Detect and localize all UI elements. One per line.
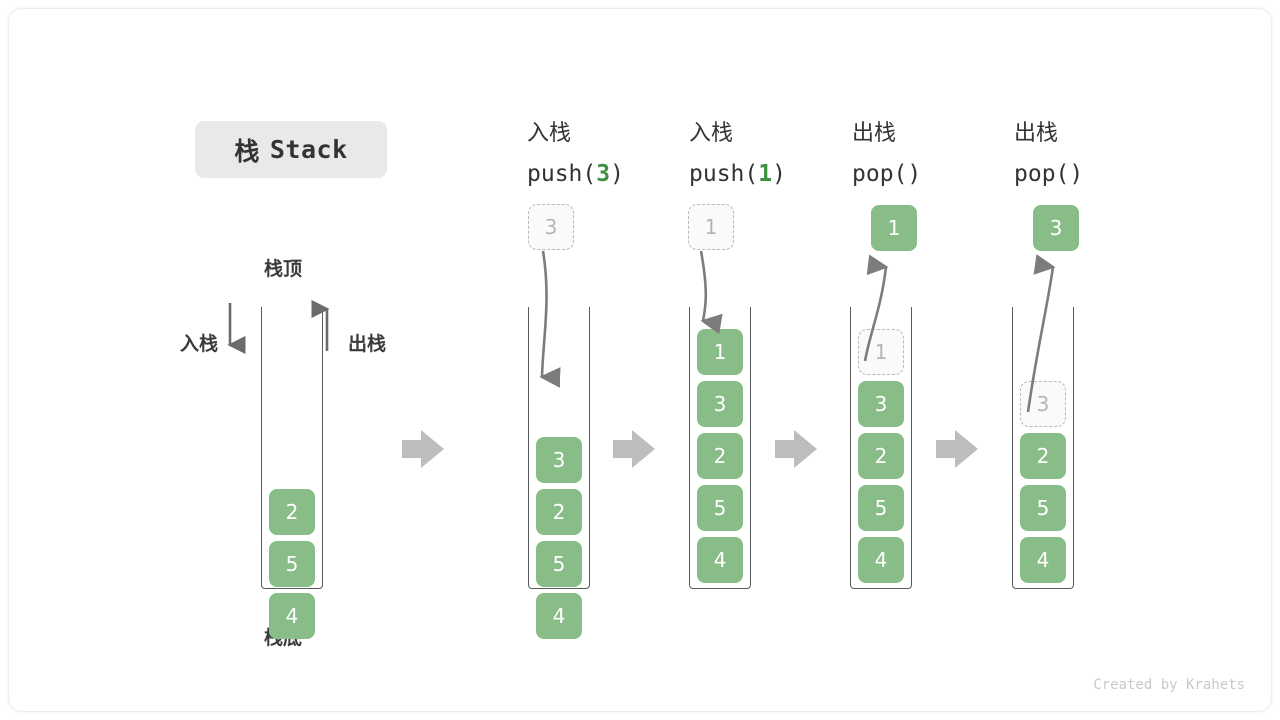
popped-value-box: 1 <box>871 205 917 251</box>
step-heading-cn: 入栈 <box>527 121 572 146</box>
code-arg: 3 <box>596 161 611 187</box>
pop-direction-label: 出栈 <box>348 333 387 355</box>
title-badge-cn: 栈 <box>234 136 260 166</box>
code-prefix: pop( <box>852 161 908 187</box>
code-prefix: pop( <box>1014 161 1070 187</box>
stack-cell: 5 <box>269 541 315 587</box>
stack-cell: 2 <box>269 489 315 535</box>
stack-cell: 4 <box>697 537 743 583</box>
flow-arrow <box>936 430 978 468</box>
stack-cell: 4 <box>269 593 315 639</box>
code-suffix: ) <box>907 161 922 187</box>
ghost-box-removed: 1 <box>858 329 904 375</box>
stack-container-wall <box>689 307 751 589</box>
push-direction-label: 入栈 <box>180 333 219 355</box>
stack-cell: 3 <box>536 437 582 483</box>
stack-cell: 3 <box>858 381 904 427</box>
stack-cell: 4 <box>536 593 582 639</box>
title-badge-en: Stack <box>269 135 348 164</box>
flow-arrow <box>613 430 655 468</box>
step-heading: 入栈 push(3) <box>527 114 624 194</box>
flow-arrow <box>402 430 444 468</box>
stack-top-label: 栈顶 <box>264 258 303 280</box>
stack-container-wall <box>850 307 912 589</box>
stack-cell: 5 <box>1020 485 1066 531</box>
stack-cell: 3 <box>697 381 743 427</box>
credit-text: Created by Krahets <box>1093 677 1245 693</box>
stack-cell: 5 <box>536 541 582 587</box>
step-heading: 入栈 push(1) <box>689 114 786 194</box>
stack-cell: 4 <box>858 537 904 583</box>
code-prefix: push( <box>527 161 597 187</box>
step-heading-cn: 入栈 <box>689 121 734 146</box>
stack-cell: 4 <box>1020 537 1066 583</box>
stack-cell: 2 <box>536 489 582 535</box>
code-arg: 1 <box>758 161 773 187</box>
step-heading-code: push(3) <box>527 154 624 194</box>
step-heading-cn: 出栈 <box>852 121 897 146</box>
stack-container-wall <box>261 307 323 589</box>
code-suffix: ) <box>772 161 786 187</box>
step-heading-code: pop() <box>1014 154 1083 194</box>
code-suffix: ) <box>610 161 624 187</box>
step-heading: 出栈 pop() <box>852 114 921 194</box>
popped-value-box: 3 <box>1033 205 1079 251</box>
ghost-box-incoming: 1 <box>688 204 734 250</box>
step-heading-code: push(1) <box>689 154 786 194</box>
ghost-box-removed: 3 <box>1020 381 1066 427</box>
stack-cell: 5 <box>697 485 743 531</box>
step-heading-cn: 出栈 <box>1014 121 1059 146</box>
ghost-box-incoming: 3 <box>528 204 574 250</box>
step-heading-code: pop() <box>852 154 921 194</box>
code-suffix: ) <box>1069 161 1084 187</box>
stack-cell: 2 <box>858 433 904 479</box>
stack-cell: 1 <box>697 329 743 375</box>
code-prefix: push( <box>689 161 759 187</box>
title-badge: 栈 Stack <box>195 121 387 178</box>
step-heading: 出栈 pop() <box>1014 114 1083 194</box>
stack-cell: 5 <box>858 485 904 531</box>
stack-container-wall <box>528 307 590 589</box>
stack-cell: 2 <box>1020 433 1066 479</box>
diagram-canvas: 栈 Stack 栈顶 栈底 入栈 出栈 2 5 4 入栈 push(3) 3 3… <box>8 8 1272 712</box>
stack-container-wall <box>1012 307 1074 589</box>
stack-cell: 2 <box>697 433 743 479</box>
flow-arrow <box>775 430 817 468</box>
